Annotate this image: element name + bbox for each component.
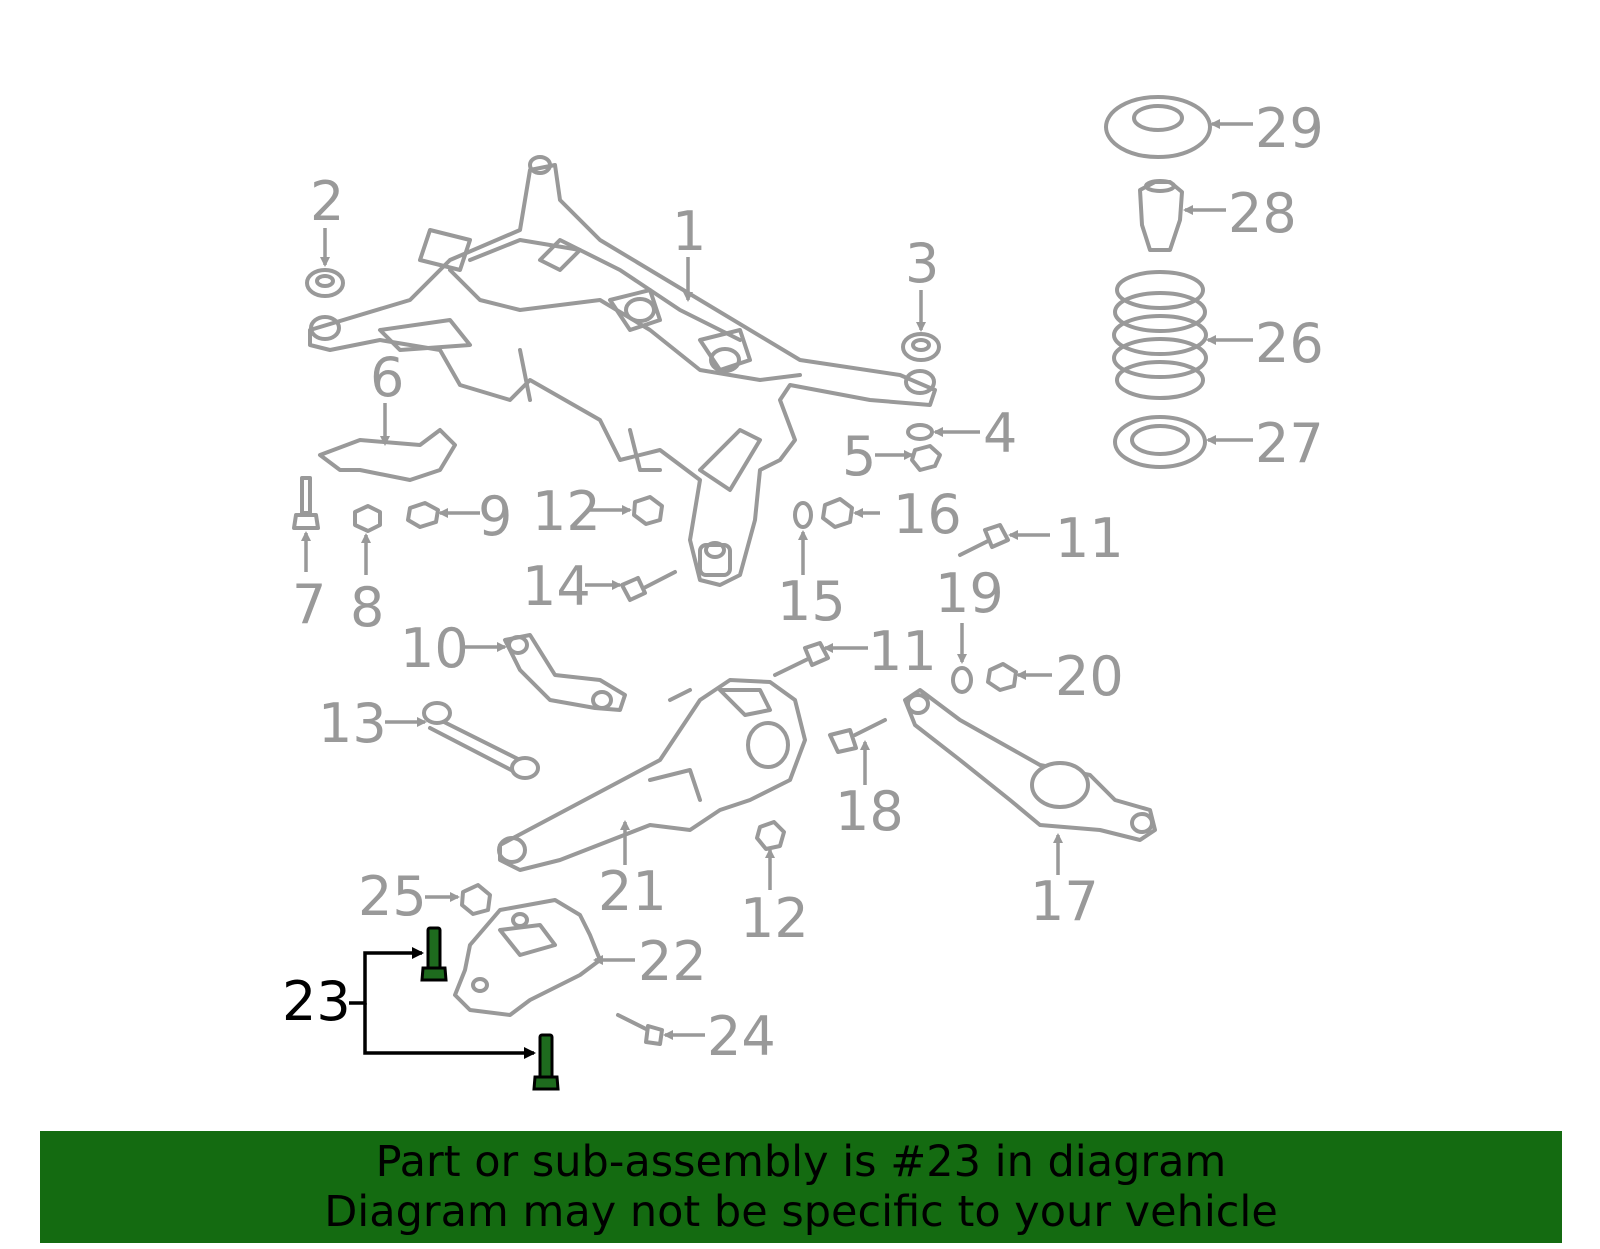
label-27: 27: [1255, 412, 1324, 475]
coil-spring-part-26: [1112, 270, 1208, 400]
bolt-part-11-lower: [773, 641, 830, 677]
label-18: 18: [835, 780, 904, 843]
bolt-part-23-upper: [420, 926, 448, 982]
label-8: 8: [350, 576, 384, 639]
trailing-arm-part-21: [497, 678, 807, 872]
label-29: 29: [1255, 97, 1324, 160]
nut-part-16: [821, 497, 854, 529]
label-22: 22: [638, 930, 707, 993]
bolt-part-23-lower: [532, 1033, 560, 1091]
nut-part-8: [353, 504, 382, 533]
label-16: 16: [893, 483, 962, 546]
label-1: 1: [672, 200, 706, 263]
part-23-leader: [349, 947, 536, 1059]
bracket-part-6: [318, 428, 457, 482]
bump-stop-part-28: [1138, 179, 1184, 252]
label-11-upper: 11: [1055, 507, 1124, 570]
label-26: 26: [1255, 312, 1324, 375]
label-13: 13: [318, 692, 387, 755]
label-7: 7: [292, 573, 326, 636]
nut-part-20: [986, 662, 1018, 692]
banner-line-1: Part or sub-assembly is #23 in diagram: [375, 1137, 1227, 1187]
label-24: 24: [707, 1005, 776, 1068]
label-15: 15: [777, 570, 846, 633]
label-9: 9: [478, 485, 512, 548]
label-23: 23: [282, 970, 351, 1033]
label-10: 10: [400, 617, 469, 680]
spring-seat-part-27: [1113, 415, 1207, 469]
label-3: 3: [905, 232, 939, 295]
subframe-part-1: [308, 155, 937, 587]
washer-part-19: [951, 666, 973, 694]
label-12-upper: 12: [532, 480, 601, 543]
bracket-part-22: [453, 898, 602, 1017]
bolt-part-24: [616, 1013, 664, 1046]
label-5: 5: [842, 425, 876, 488]
nut-part-9: [406, 501, 440, 529]
banner-line-2: Diagram may not be specific to your vehi…: [324, 1187, 1278, 1237]
washer-part-15: [793, 501, 813, 529]
spring-seat-part-29: [1104, 95, 1212, 159]
info-banner: Part or sub-assembly is #23 in diagram D…: [40, 1131, 1562, 1243]
label-20: 20: [1055, 645, 1124, 708]
bushing-part-2: [305, 268, 345, 298]
arm-part-10: [503, 633, 627, 712]
label-11-lower: 11: [868, 620, 937, 683]
label-21: 21: [598, 860, 667, 923]
bolt-part-7: [292, 476, 320, 530]
label-25: 25: [358, 865, 427, 928]
label-14: 14: [522, 555, 591, 618]
label-6: 6: [370, 346, 404, 409]
nut-part-12-upper: [632, 495, 664, 526]
rod-part-13: [422, 701, 540, 780]
nut-part-5: [910, 444, 942, 472]
label-2: 2: [310, 170, 344, 233]
nut-part-25: [460, 883, 492, 916]
bushing-part-3: [901, 332, 941, 362]
bolt-part-18: [828, 718, 887, 754]
label-12-lower: 12: [740, 887, 809, 950]
lower-arm-part-17: [903, 688, 1157, 842]
label-4: 4: [983, 402, 1017, 465]
nut-part-12-lower: [755, 820, 786, 851]
leader-arrows: [301, 119, 1253, 1040]
washer-part-4: [906, 423, 934, 441]
label-17: 17: [1030, 870, 1099, 933]
label-19: 19: [935, 562, 1004, 625]
callout-labels: 1 2 3 4 5 6 7 8 9 12 16 11 14 15 19 10 1…: [282, 97, 1324, 1068]
label-28: 28: [1228, 182, 1297, 245]
bolt-part-14: [620, 570, 677, 602]
bolt-part-11-upper: [958, 523, 1010, 557]
